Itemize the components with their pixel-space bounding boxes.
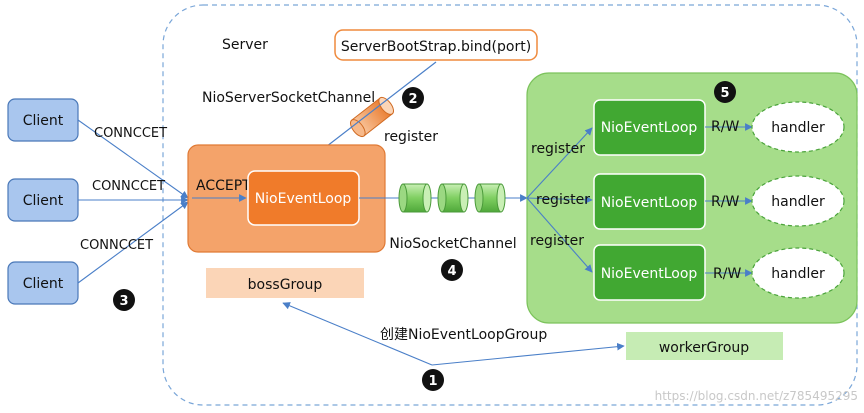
connect-label-1: CONNCCET [94,126,167,141]
nio-server-socket-channel-label: NioServerSocketChannel [202,90,375,106]
worker-event-loop-label-2: NioEventLoop [601,195,698,211]
rw-label-3: R/W [713,266,741,282]
boss-group-label: bossGroup [248,277,323,293]
connect-label-3: CONNCCET [80,238,153,253]
register-top-label: register [384,129,438,145]
worker-event-loop-label-3: NioEventLoop [601,266,698,282]
svg-text:3: 3 [119,294,128,309]
step-badge-3: 3 [113,289,135,311]
register-arrow-1 [526,127,593,199]
socket-channel-cylinder-1 [398,183,432,213]
rw-label-1: R/W [711,119,739,135]
worker-event-loop-label-1: NioEventLoop [601,120,698,136]
svg-text:2: 2 [408,92,417,107]
svg-text:5: 5 [720,86,729,101]
handler-ellipse-3 [751,247,845,299]
client-label-2: Client [23,193,64,209]
step-badge-2: 2 [402,87,424,109]
create-group-label: 创建NioEventLoopGroup [380,327,547,343]
step-badge-5: 5 [714,81,736,103]
rw-label-2: R/W [711,194,739,210]
nio-socket-channel-label: NioSocketChannel [389,236,516,252]
connect-arrow-3 [77,201,189,284]
handler-label-3: handler [771,266,825,282]
handler-ellipse-1 [751,101,845,153]
server-channel-cylinder [350,96,394,138]
boss-event-loop-label: NioEventLoop [255,191,352,207]
worker-register-label-3: register [530,233,584,249]
client-label-1: Client [23,113,64,129]
register-arrow-3 [526,197,593,273]
watermark-text: https://blog.csdn.net/z785495295 [655,389,858,403]
socket-channel-cylinder-2 [437,183,469,213]
handler-ellipse-2 [751,175,845,227]
step-badge-4: 4 [441,259,463,281]
create-worker-arrow [431,342,625,366]
step-badge-1: 1 [422,369,444,391]
connect-label-2: CONNCCET [92,179,165,194]
socket-channel-cylinder-3 [474,183,506,213]
svg-text:4: 4 [447,264,456,279]
server-title: Server [222,37,268,53]
bootstrap-box [334,29,538,61]
boss-group-label-box [206,268,364,298]
client-label-3: Client [23,276,64,292]
worker-register-label-1: register [531,141,585,157]
bootstrap-label: ServerBootStrap.bind(port) [341,39,531,55]
server-container [162,4,858,406]
worker-group-label-box [626,332,783,360]
handler-label-1: handler [771,120,825,136]
worker-group-label: workerGroup [659,340,749,356]
worker-register-label-2: register [536,192,590,208]
connect-arrow-1 [77,119,189,199]
handler-label-2: handler [771,194,825,210]
svg-text:1: 1 [428,374,437,389]
accept-label: ACCEPT [196,178,251,194]
register-arrow-2 [526,195,593,204]
create-boss-arrow [282,302,433,366]
